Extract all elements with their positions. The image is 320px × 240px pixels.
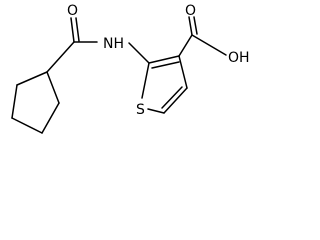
hydroxyl-label: OH	[228, 50, 250, 66]
bond-c5-sulfur	[147, 108, 165, 114]
cyclopentane-ring	[11, 71, 60, 134]
bond-cp5-cp1	[46, 71, 60, 104]
bond-cp2-cp3	[11, 84, 18, 119]
chemical-structure: O NH O OH S	[0, 0, 254, 144]
carboxylic-acid-group	[178, 16, 227, 57]
amide-group	[46, 17, 150, 73]
bond-cp4-cp5	[41, 102, 60, 134]
bond-c3-c4	[178, 55, 188, 89]
bond-c3-acid-carbon	[178, 34, 193, 57]
bond-acid-carbon-oxygen-b	[193, 16, 198, 35]
bond-acid-carbon-hydroxyl	[191, 34, 227, 56]
oxygen-carbonyl-acid-label: O	[185, 3, 196, 19]
bond-sulfur-c2	[141, 62, 150, 99]
bond-c4-c5-a	[163, 87, 188, 114]
bond-c4-c5-b	[161, 86, 183, 109]
thiophene-ring	[141, 55, 188, 114]
bond-cp1-amide-carbon	[46, 41, 75, 73]
bond-c2-c3-a	[148, 55, 180, 64]
bond-cp3-cp4	[11, 117, 43, 134]
bond-acid-carbon-oxygen-a	[188, 16, 193, 36]
nitrogen-label: NH	[103, 36, 124, 52]
bond-c2-c3-b	[151, 61, 180, 69]
bond-amide-carbon-oxygen-a	[70, 17, 75, 43]
bond-nitrogen-thiophene	[128, 42, 150, 64]
oxygen-amide-label: O	[67, 3, 78, 19]
bond-cp1-cp2	[16, 71, 48, 86]
sulfur-label: S	[136, 102, 145, 118]
bond-amide-carbon-oxygen-b	[75, 17, 80, 42]
